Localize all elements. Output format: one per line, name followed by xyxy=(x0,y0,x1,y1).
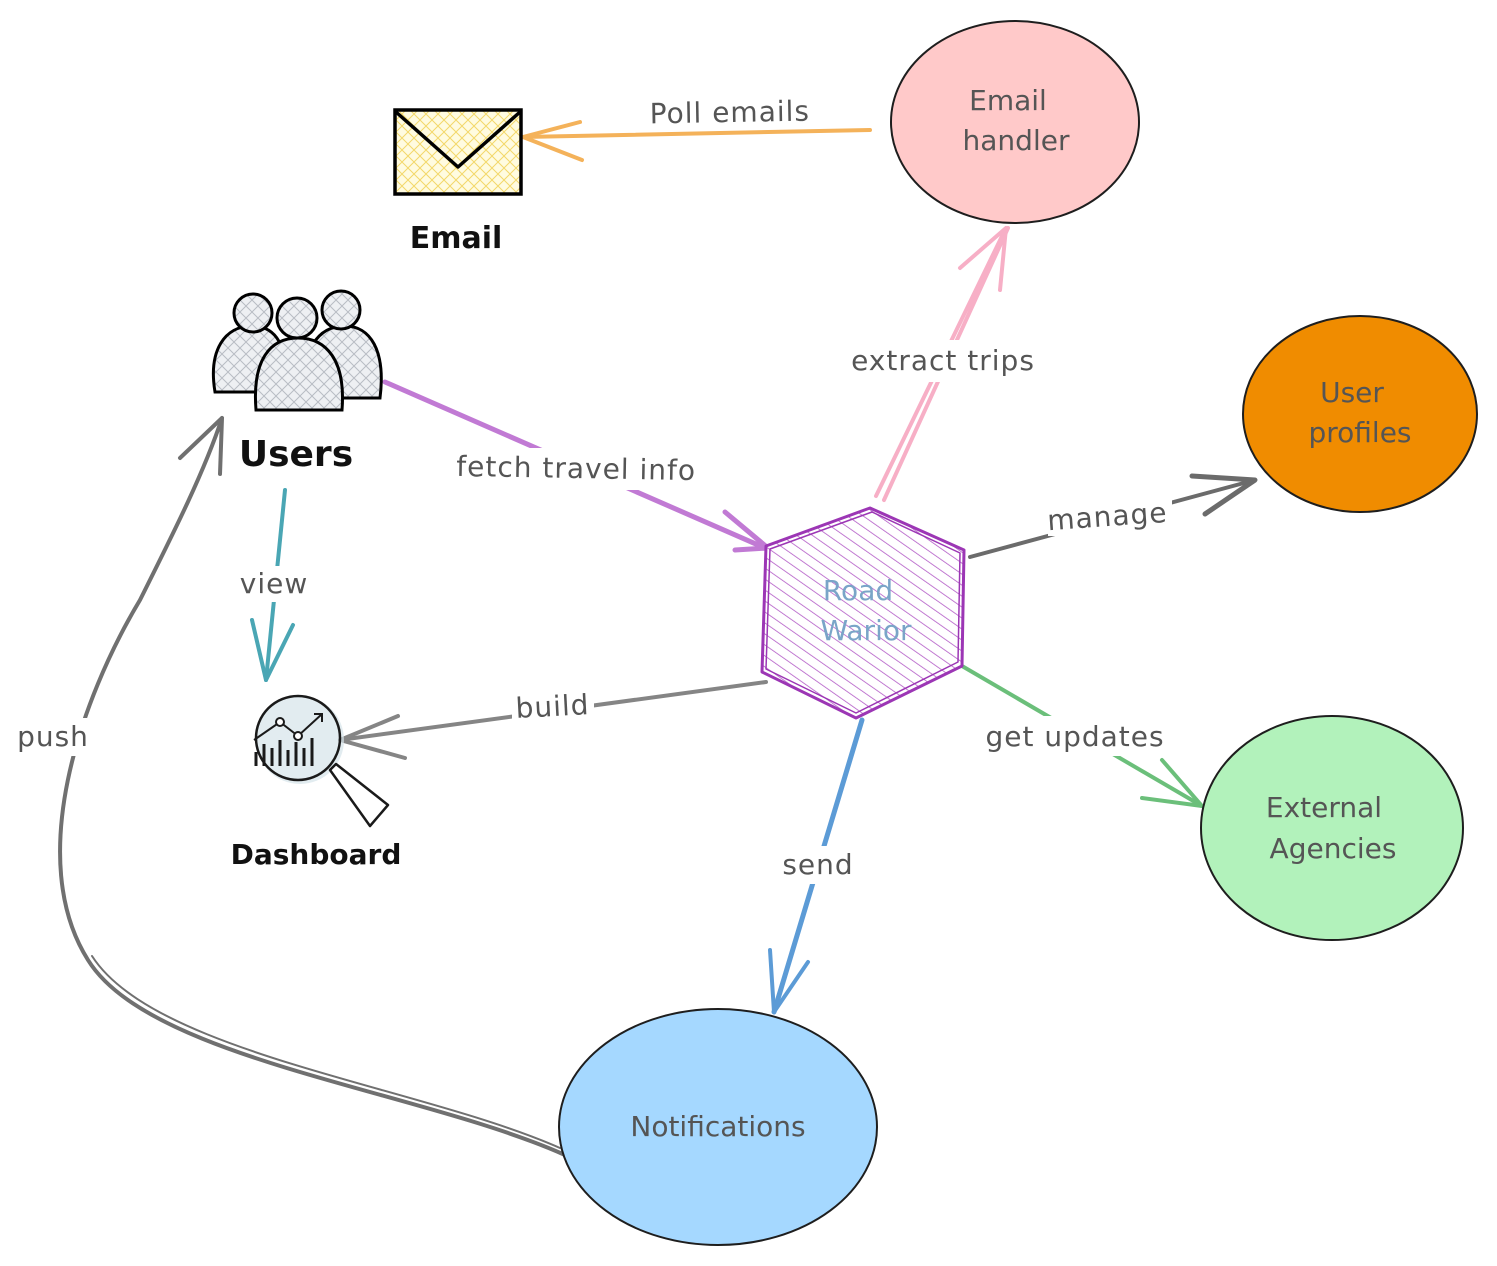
node-road-warior-line2: Warior xyxy=(821,614,912,647)
edge-poll-emails-label: Poll emails xyxy=(649,95,810,131)
edge-fetch-travel-info-label: fetch travel info xyxy=(456,450,696,487)
edge-view-label: view xyxy=(240,567,308,600)
node-email-handler-line2: handler xyxy=(963,124,1070,157)
edge-extract-trips: extract trips xyxy=(835,226,1055,502)
node-external-agencies[interactable]: External Agencies xyxy=(1200,715,1464,941)
node-dashboard-label: Dashboard xyxy=(231,838,402,871)
node-user-profiles-line1: User xyxy=(1320,376,1384,409)
node-external-agencies-line1: External xyxy=(1266,791,1382,824)
edge-get-updates-label: get updates xyxy=(985,720,1164,753)
edge-get-updates-arrowhead xyxy=(1140,758,1204,808)
node-notifications-label: Notifications xyxy=(630,1110,805,1143)
node-email-handler-line1: Email xyxy=(969,84,1047,117)
edge-get-updates: get updates xyxy=(960,664,1204,808)
edge-send-label: send xyxy=(782,848,853,881)
node-email-handler[interactable]: Email handler xyxy=(890,20,1140,224)
edge-manage-arrowhead xyxy=(1189,473,1258,517)
edge-build-label: build xyxy=(515,688,590,725)
edge-send-arrowhead xyxy=(768,948,810,1014)
edge-view: view xyxy=(236,488,312,682)
edge-push-line xyxy=(58,416,567,1157)
node-external-agencies-line2: Agencies xyxy=(1270,832,1397,865)
edge-manage: manage xyxy=(968,473,1258,559)
edge-fetch-travel-info: fetch travel info xyxy=(382,379,771,553)
edge-view-arrowhead xyxy=(250,618,295,682)
node-user-profiles[interactable]: User profiles xyxy=(1242,315,1478,513)
edge-push-arrowhead xyxy=(178,416,224,476)
edge-poll-emails-line xyxy=(521,128,872,139)
node-road-warior-line1: Road xyxy=(823,574,893,607)
node-road-warior[interactable]: Road Warior xyxy=(760,506,966,720)
edge-push-label: push xyxy=(17,720,89,753)
node-users-label: Users xyxy=(239,434,353,475)
edge-poll-emails-arrowhead xyxy=(521,120,584,162)
edge-build: build xyxy=(338,680,768,760)
node-notifications[interactable]: Notifications xyxy=(558,1008,878,1246)
edge-extract-trips-label: extract trips xyxy=(851,344,1035,377)
dashboard-magnifier-icon xyxy=(253,694,390,828)
node-email-label: Email xyxy=(410,221,503,256)
edge-poll-emails: Poll emails xyxy=(521,95,872,162)
edge-push-line-b xyxy=(91,955,561,1149)
node-dashboard[interactable]: Dashboard xyxy=(231,694,402,871)
node-users[interactable]: Users xyxy=(212,289,383,475)
users-group-icon xyxy=(212,289,383,412)
envelope-icon xyxy=(393,108,523,196)
edge-extract-trips-arrowhead xyxy=(958,226,1008,292)
node-user-profiles-line2: profiles xyxy=(1308,416,1411,449)
edge-send: send xyxy=(768,717,865,1015)
node-email[interactable]: Email xyxy=(393,108,523,256)
edge-push: push xyxy=(16,416,567,1157)
